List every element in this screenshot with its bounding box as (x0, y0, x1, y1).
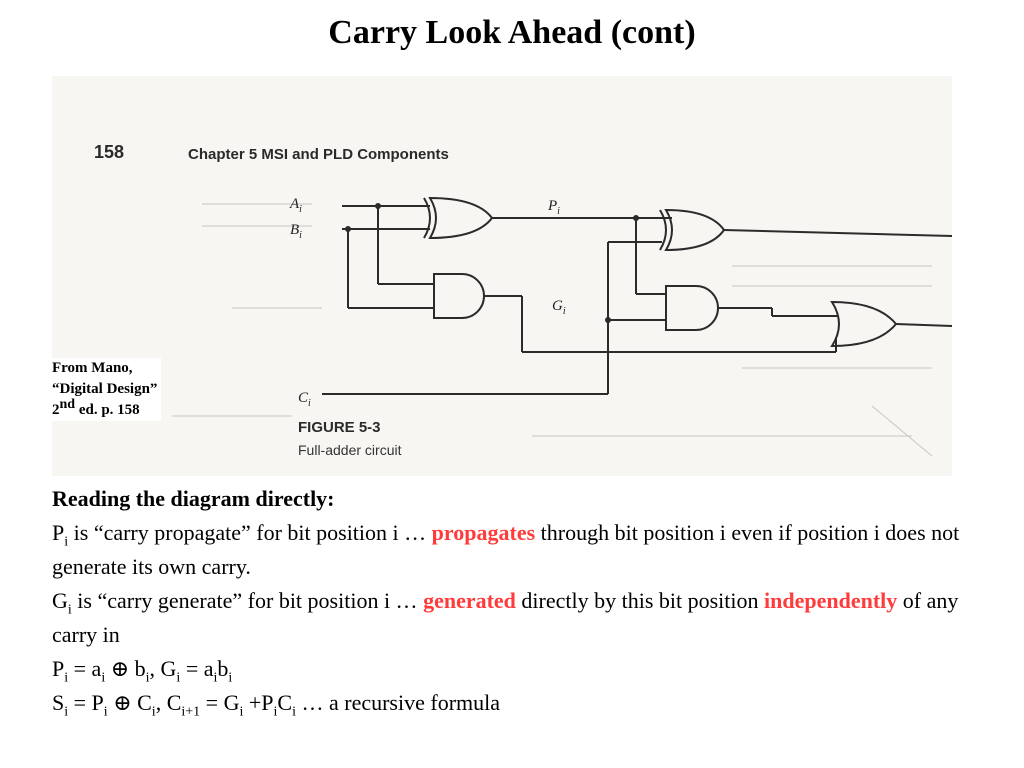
source-line-2: “Digital Design” (52, 381, 158, 397)
slide-title: Carry Look Ahead (cont) (328, 14, 696, 51)
formula-sum-carry: Si = Pi ⊕ Ci, Ci+1 = Gi +PiCi … a recurs… (52, 690, 501, 720)
generate-definition: Gi is “carry generate” for bit position … (52, 588, 959, 647)
source-citation: From Mano, “Digital Design” 2nd ed. p. 1… (52, 358, 162, 421)
figure-number: FIGURE 5-3 (298, 419, 381, 436)
propagates-highlight: propagates (431, 520, 536, 545)
signal-label-p: Pi (547, 198, 560, 217)
formula-pg: Pi = ai ⊕ bi, Gi = aibi (52, 656, 233, 686)
signal-label-g: Gi (552, 298, 566, 317)
source-line-1: From Mano, (52, 360, 133, 376)
explanation-text: Reading the diagram directly: Pi is “car… (52, 482, 992, 720)
scanned-figure: Ai Bi Pi Gi Ci 158 Chapter 5 MSI and PLD… (52, 76, 952, 476)
source-line-3: 2nd ed. p. 158 (52, 397, 140, 419)
signal-label-b: Bi (290, 222, 302, 241)
signal-label-c: Ci (298, 390, 311, 409)
independently-highlight: independently (764, 588, 898, 613)
section-heading: Reading the diagram directly: (52, 486, 335, 511)
propagate-definition: Pi is “carry propagate” for bit position… (52, 520, 960, 579)
generated-highlight: generated (423, 588, 516, 613)
figure-caption: Full-adder circuit (298, 442, 402, 458)
book-chapter-heading: Chapter 5 MSI and PLD Components (188, 146, 449, 163)
book-page-number: 158 (94, 142, 125, 162)
signal-label-a: Ai (289, 196, 302, 215)
full-adder-circuit-diagram: Ai Bi Pi Gi Ci (172, 196, 952, 457)
